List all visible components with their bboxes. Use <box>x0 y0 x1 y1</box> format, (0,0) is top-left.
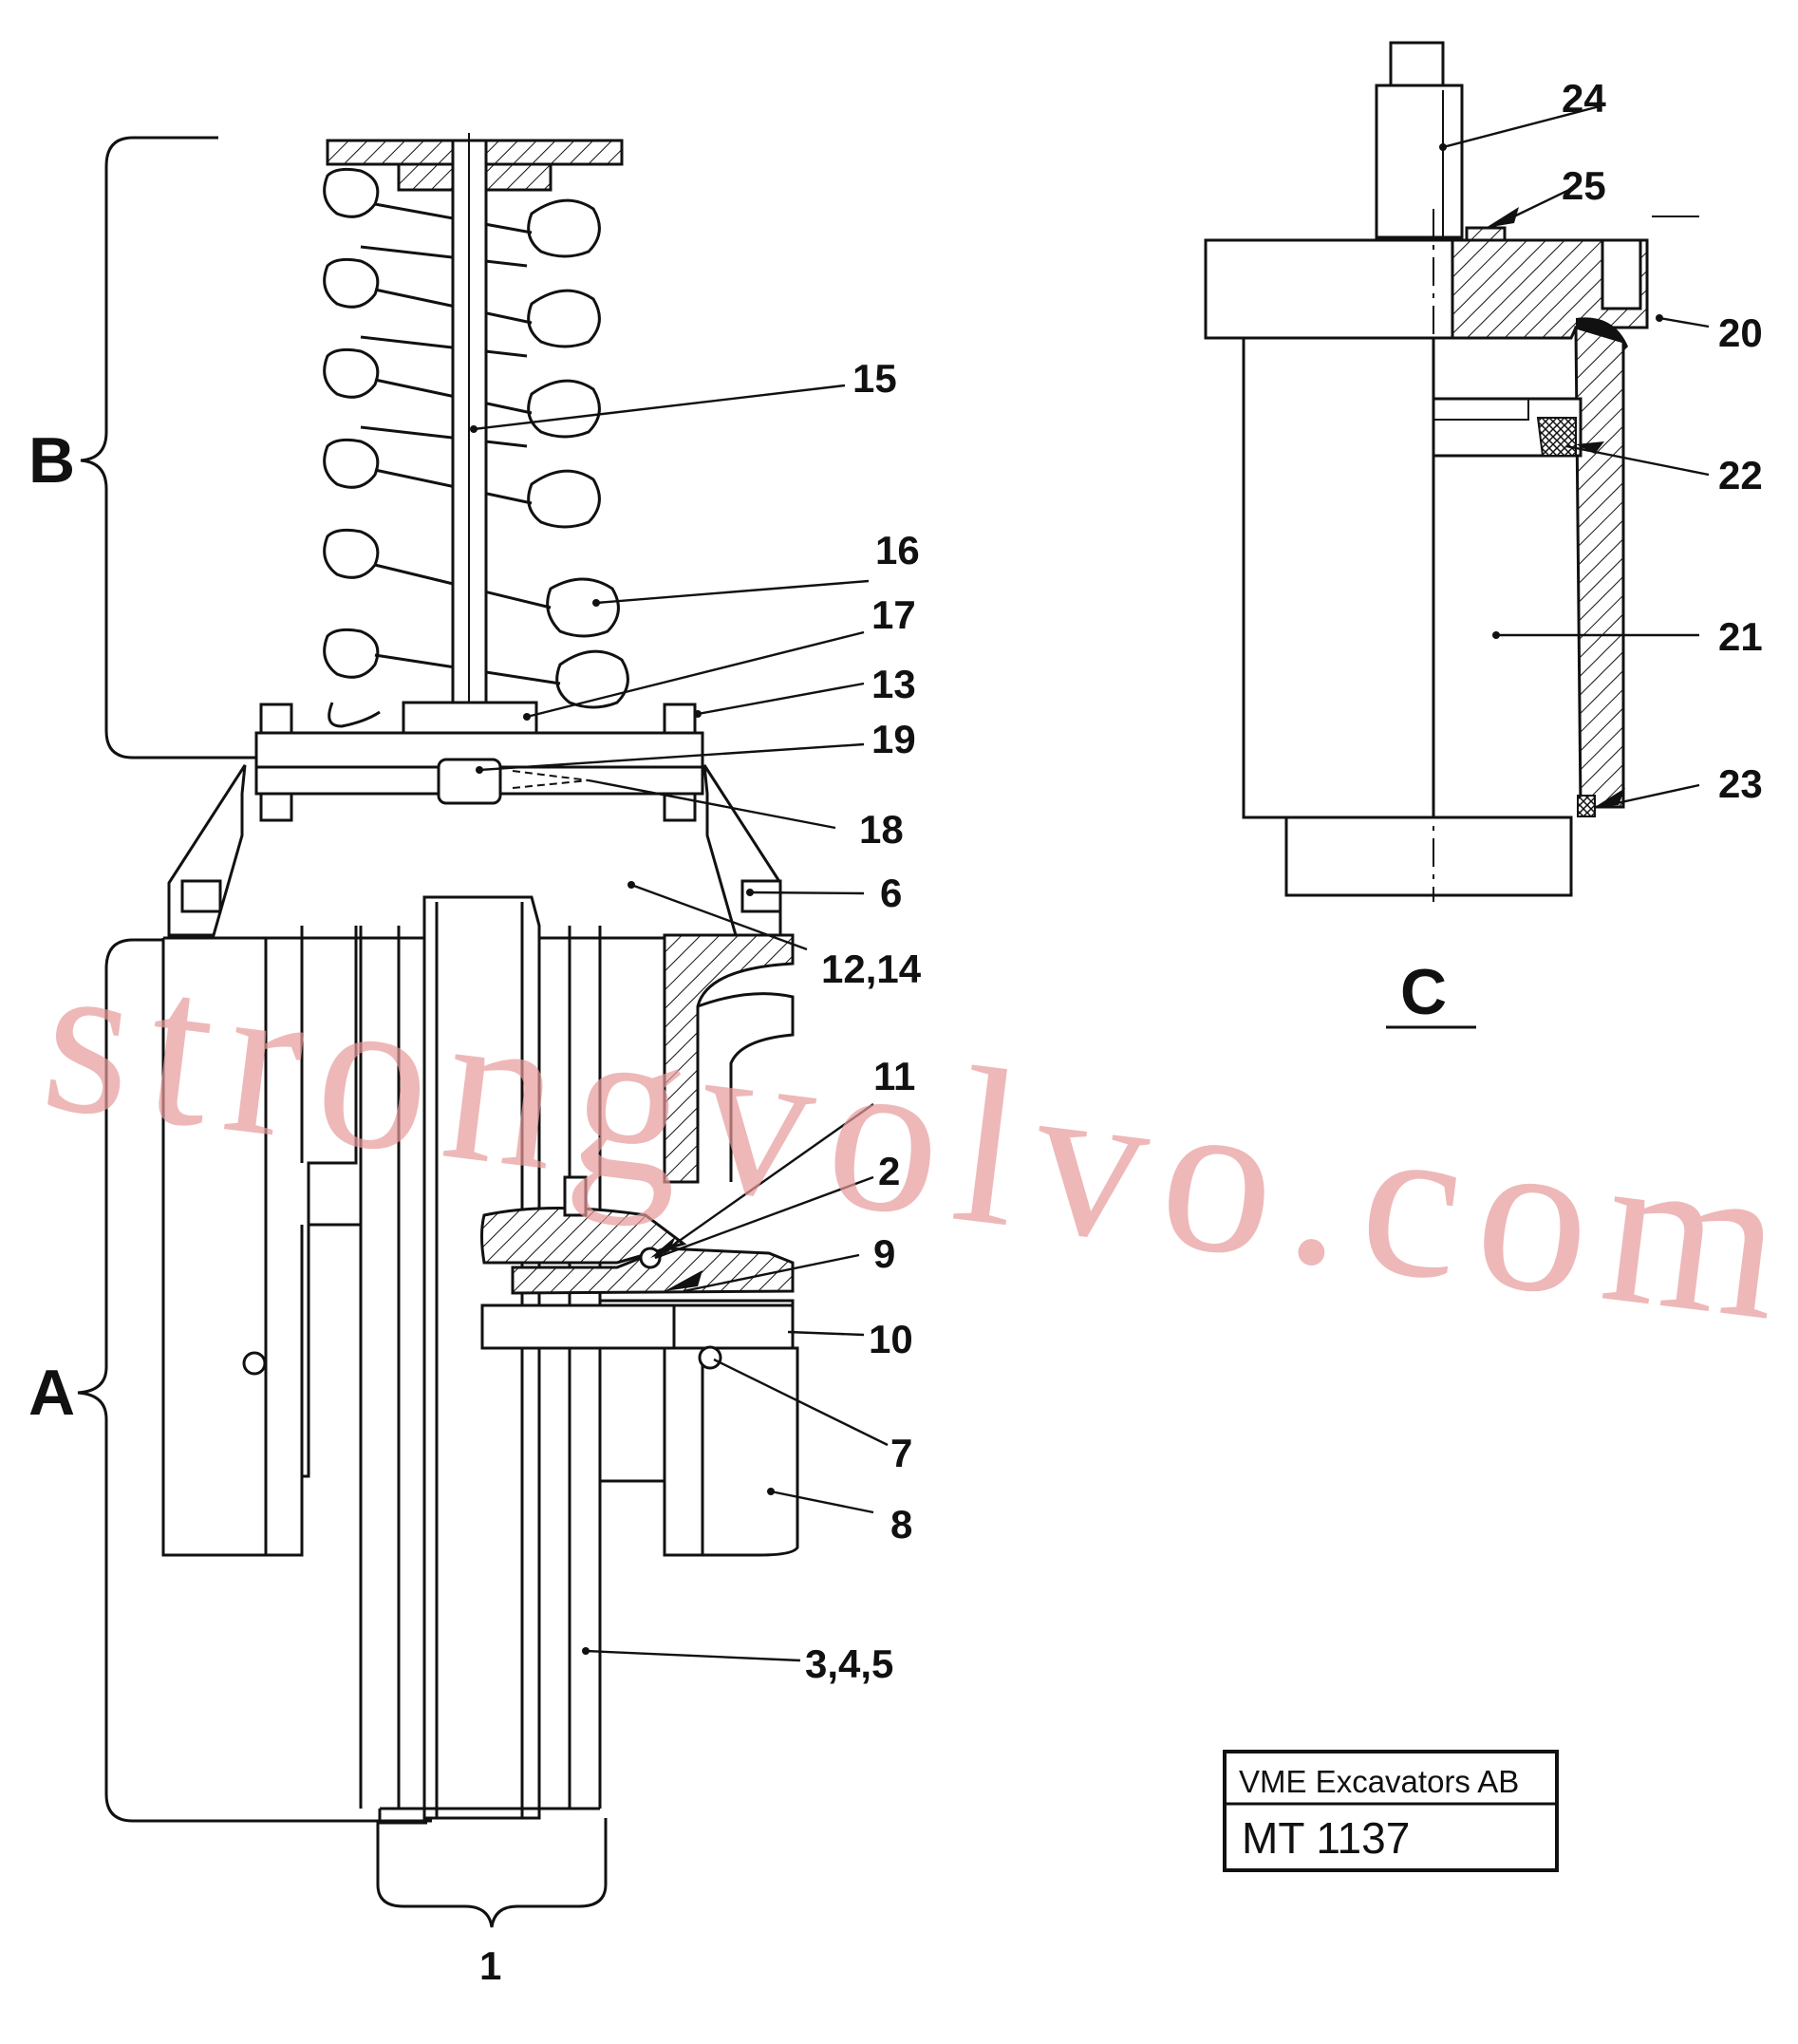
callout-11: 11 <box>873 1054 915 1098</box>
callout-22: 22 <box>1718 453 1763 497</box>
bracket-b <box>80 136 256 759</box>
callout-10: 10 <box>869 1317 913 1361</box>
callout-21: 21 <box>1718 614 1763 659</box>
view-label-c: C <box>1400 956 1447 1028</box>
callout-15: 15 <box>852 356 897 401</box>
title-block-company: VME Excavators AB <box>1239 1764 1519 1799</box>
spring-assembly <box>254 133 704 822</box>
cylinder-assembly <box>1204 41 1699 902</box>
callout-18: 18 <box>859 807 904 852</box>
view-label-a: A <box>28 1357 75 1429</box>
callout-8: 8 <box>890 1502 912 1547</box>
valve-body <box>161 764 799 1825</box>
callout-23: 23 <box>1718 761 1763 806</box>
bracket-1 <box>376 1818 608 1928</box>
callout-20: 20 <box>1718 310 1763 355</box>
title-block-drawing-number: MT 1137 <box>1242 1813 1410 1863</box>
callout-13: 13 <box>871 662 916 706</box>
view-label-b: B <box>28 424 75 497</box>
callout-2: 2 <box>878 1149 900 1193</box>
callout-19: 19 <box>871 717 916 761</box>
callout-1: 1 <box>479 1943 501 1988</box>
bracket-a <box>77 938 432 1823</box>
callout-24: 24 <box>1562 76 1606 121</box>
callout-12-14: 12,14 <box>821 947 922 991</box>
callout-9: 9 <box>873 1231 895 1276</box>
callout-3-4-5: 3,4,5 <box>805 1641 893 1686</box>
callout-17: 17 <box>871 592 916 637</box>
leader-markers <box>470 143 1663 1655</box>
callout-6: 6 <box>880 871 902 915</box>
callout-7: 7 <box>890 1431 912 1475</box>
callout-16: 16 <box>875 528 920 572</box>
callout-25: 25 <box>1562 163 1606 208</box>
title-block: VME Excavators AB MT 1137 <box>1223 1750 1559 1872</box>
